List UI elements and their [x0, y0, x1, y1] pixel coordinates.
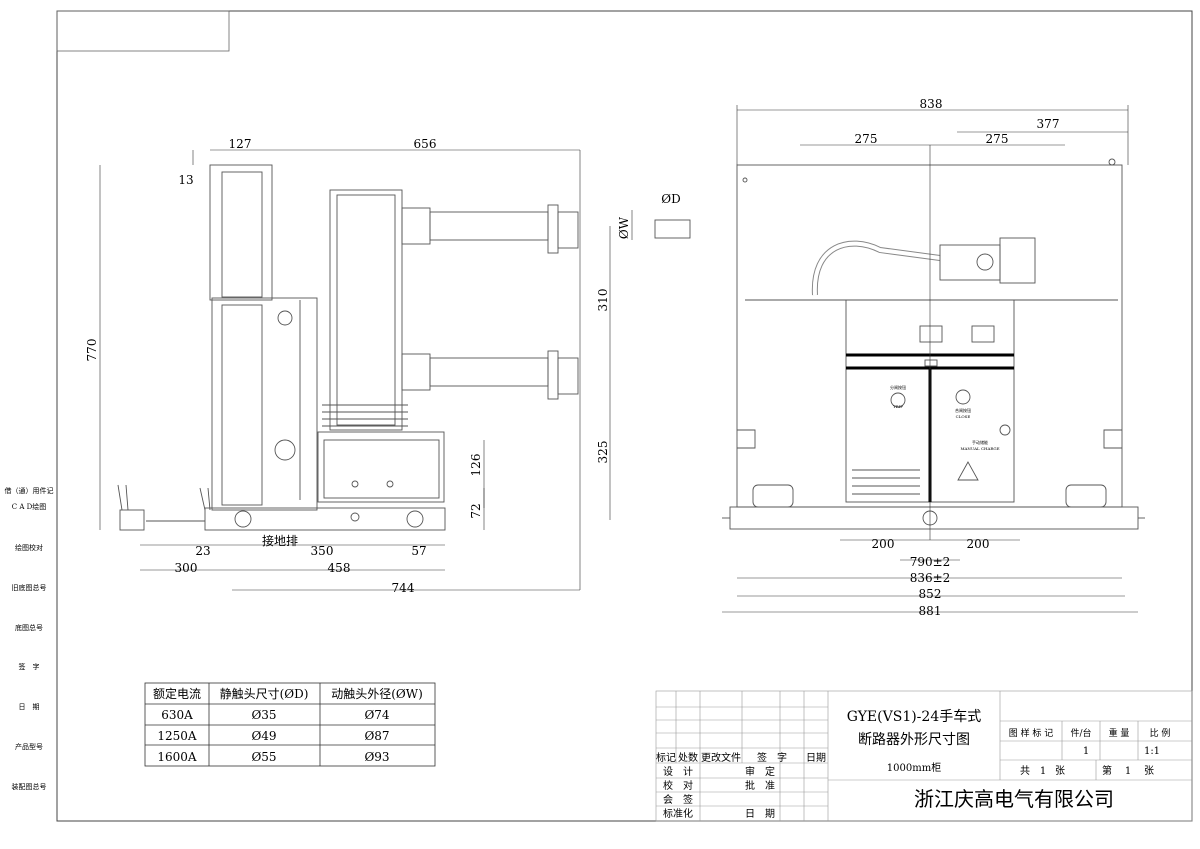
spec-header-current: 额定电流: [153, 686, 201, 701]
side-view-dims: [99, 149, 633, 591]
spec-cell: Ø93: [364, 750, 389, 764]
dim-23: 23: [195, 544, 210, 558]
tb-header-qty: 件/台: [1070, 727, 1091, 739]
tb-header-scale: 比 例: [1150, 727, 1171, 739]
spec-cell: Ø55: [251, 750, 276, 764]
dim-275-right: 275: [986, 132, 1009, 146]
panel-open-label: 分闸按钮: [890, 384, 906, 390]
company-name: 浙江庆高电气有限公司: [914, 787, 1114, 811]
tb-scale: 1:1: [1144, 746, 1160, 757]
spec-cell: 630A: [161, 708, 193, 722]
panel-manual-en: MANUAL CHARGE: [960, 446, 999, 451]
side-label-3: 旧底图总号: [12, 583, 47, 592]
title-line-1: GYE(VS1)-24手车式: [847, 708, 981, 725]
sheet-border: [56, 10, 1193, 822]
tb-label-date: 日 期: [745, 808, 775, 820]
dim-838: 838: [920, 97, 943, 111]
rev-header: 更改文件: [701, 751, 741, 764]
dim-744: 744: [392, 581, 415, 595]
rev-header: 签 字: [757, 751, 787, 764]
left-side-column: 借（通）用件记 C A D绘图 绘图校对 旧底图总号 底图总号 签 字 日 期 …: [5, 486, 54, 791]
dim-350: 350: [311, 544, 334, 558]
side-label-5: 签 字: [19, 662, 40, 671]
title-line-3: 1000mm柜: [887, 761, 941, 774]
dim-13: 13: [178, 173, 193, 187]
tb-sheet-label: 第: [1102, 764, 1112, 777]
tb-header-mark: 图 样 标 记: [1009, 727, 1054, 739]
spec-cell: Ø49: [251, 729, 276, 743]
tb-label-design: 设 计: [663, 765, 693, 778]
tb-label-review: 审 定: [745, 765, 775, 778]
dim-458: 458: [328, 561, 351, 575]
side-label-1: C A D绘图: [12, 502, 46, 511]
side-label-8: 装配图总号: [12, 782, 47, 791]
top-left-box: [56, 10, 230, 52]
panel-open-en: TRIP: [893, 404, 903, 409]
dim-656: 656: [414, 137, 437, 151]
panel-close-label: 合闸按钮: [955, 407, 971, 413]
dim-852: 852: [919, 587, 942, 601]
dim-200-right: 200: [967, 537, 990, 551]
dim-72: 72: [469, 503, 483, 518]
tb-label-standard: 标准化: [663, 807, 693, 820]
tb-total: 1: [1040, 766, 1046, 777]
panel-manual-label: 手动储能: [972, 439, 988, 445]
phi-w-label: ØW: [617, 216, 631, 239]
tb-qty: 1: [1083, 746, 1089, 757]
tb-unit-1: 张: [1055, 765, 1065, 777]
front-view-dims: [722, 105, 1138, 613]
side-label-4: 底图总号: [15, 623, 43, 632]
title-block: GYE(VS1)-24手车式 断路器外形尺寸图 1000mm柜 标记 处数 更改…: [655, 690, 1193, 822]
spec-cell: 1250A: [157, 729, 197, 743]
spec-header-moving: 动触头外径(ØW): [331, 687, 423, 701]
rev-header: 标记: [656, 752, 676, 764]
dim-126: 126: [469, 454, 483, 477]
tb-total-label: 共: [1020, 765, 1030, 777]
dim-377: 377: [1037, 117, 1060, 131]
dim-300: 300: [175, 561, 198, 575]
tb-label-check: 校 对: [663, 779, 693, 792]
tb-label-countersign: 会 签: [663, 793, 693, 806]
dim-325: 325: [596, 441, 610, 464]
tb-sheet-no: 1: [1125, 766, 1131, 777]
dim-790: 790±2: [910, 555, 951, 569]
side-label-6: 日 期: [19, 703, 40, 711]
side-view: [117, 164, 691, 531]
dim-310: 310: [596, 289, 610, 312]
dim-57: 57: [411, 544, 426, 558]
rev-header: 日期: [806, 752, 826, 764]
tb-label-approve: 批 准: [745, 779, 775, 792]
spec-cell: Ø87: [364, 729, 389, 743]
panel-close-en: CLOSE: [956, 414, 971, 419]
dim-836: 836±2: [910, 571, 951, 585]
rev-header: 处数: [678, 751, 698, 764]
dim-200-left: 200: [872, 537, 895, 551]
dim-770: 770: [85, 339, 99, 362]
spec-cell: Ø74: [364, 708, 389, 722]
dim-881: 881: [919, 604, 942, 618]
spec-table: 额定电流 静触头尺寸(ØD) 动触头外径(ØW) 630A Ø35 Ø74 12…: [144, 682, 436, 767]
spec-cell: Ø35: [251, 708, 276, 722]
tb-unit-2: 张: [1144, 765, 1154, 777]
ground-bar-label: 接地排: [262, 533, 298, 548]
dim-275-left: 275: [855, 132, 878, 146]
side-label-0: 借（通）用件记: [5, 486, 54, 495]
phi-d-label: ØD: [661, 192, 680, 206]
front-view: [722, 158, 1145, 530]
spec-header-static: 静触头尺寸(ØD): [220, 687, 309, 701]
title-line-2: 断路器外形尺寸图: [858, 732, 970, 748]
spec-cell: 1600A: [157, 750, 197, 764]
dim-127: 127: [229, 137, 252, 151]
side-label-2: 绘图校对: [15, 543, 43, 552]
tb-header-weight: 重 量: [1109, 727, 1130, 739]
side-label-7: 产品型号: [15, 742, 43, 751]
